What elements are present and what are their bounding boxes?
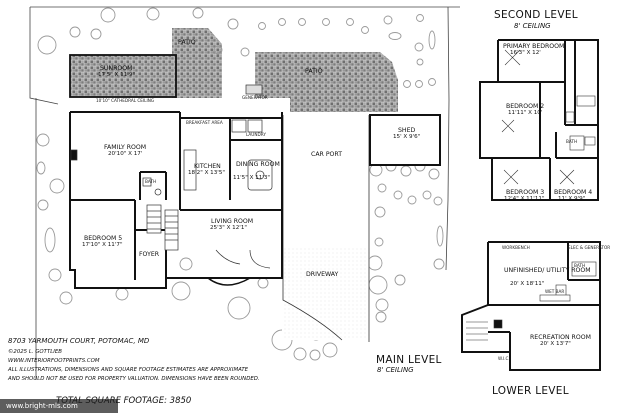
kitchen-label: KITCHEN xyxy=(194,163,221,170)
utility-room-label: UNFINISHED/ UTILITY ROOM xyxy=(504,267,591,274)
laundry-label: LAUNDRY xyxy=(246,132,266,137)
bedroom3-label: BEDROOM 3 xyxy=(506,189,545,196)
lower-level-walls xyxy=(461,241,601,371)
total-square-footage: TOTAL SQUARE FOOTAGE: 3850 xyxy=(56,396,192,406)
bedroom2-label: BEDROOM 2 xyxy=(506,103,545,110)
shed-dims: 15' X 9'6" xyxy=(393,134,421,140)
main-level-title: MAIN LEVEL xyxy=(376,354,442,366)
landscape-trees xyxy=(36,7,445,361)
recreation-room-dims: 20' X 13'7" xyxy=(540,341,571,347)
copyright: ©2025 L. GOTTLIEB xyxy=(8,349,62,355)
elec-generator-label: ELEC & GENERATOR xyxy=(568,245,611,250)
lower-level-fixtures xyxy=(466,261,597,341)
main-level-fixtures xyxy=(70,84,273,269)
second-level-ceiling: 8' CEILING xyxy=(514,22,551,30)
driveway-label: DRIVEWAY xyxy=(306,271,339,278)
carport-label: CAR PORT xyxy=(311,151,343,158)
bedroom5-dims: 17'10" X 11'7" xyxy=(82,242,123,248)
bath-label-lower: BATH xyxy=(574,263,586,268)
bedroom4-label: BEDROOM 4 xyxy=(554,189,593,196)
primary-bedroom-label: PRIMARY BEDROOM xyxy=(503,43,565,50)
living-room-dims: 25'3" X 12'1" xyxy=(210,225,247,231)
sunroom-dims: 17'5" X 11'9" xyxy=(98,72,135,78)
second-level-walls xyxy=(479,39,599,201)
second-level-fixtures xyxy=(501,49,596,185)
bedroom5-label: BEDROOM 5 xyxy=(84,235,123,242)
shed-label: SHED xyxy=(398,127,416,134)
watermark-text: www.bright-mls.com xyxy=(6,402,78,410)
property-lines xyxy=(29,6,460,380)
wet-bar-label: WET BAR xyxy=(545,289,565,294)
patio-label-east: PATIO xyxy=(305,68,323,75)
living-room-label: LIVING ROOM xyxy=(211,218,254,225)
website: WWW.INTERIORFOOTPRINTS.COM xyxy=(8,358,100,364)
main-level-walls xyxy=(69,54,441,289)
workbench-label: WORKBENCH xyxy=(502,245,530,250)
cathedral-ceiling-note: 10'10" CATHEDRAL CEILING xyxy=(96,98,155,103)
breakfast-area-label: BREAKFAST AREA xyxy=(186,120,223,125)
family-room-dims: 20'10" X 17' xyxy=(108,151,143,157)
driveway xyxy=(282,115,370,342)
recreation-room-label: RECREATION ROOM xyxy=(530,334,591,341)
bedroom3-dims: 12'4" X 11'11" xyxy=(504,196,545,202)
disclaimer-line2: AND SHOULD NOT BE USED FOR PROPERTY VALU… xyxy=(8,376,260,382)
dining-room-label: DINING ROOM xyxy=(236,161,280,168)
sunroom-label: SUNROOM xyxy=(100,65,133,72)
watermark-banner xyxy=(0,399,118,413)
foyer-label: FOYER xyxy=(139,251,160,258)
bath-label-second: BATH xyxy=(566,139,578,144)
patio-paving xyxy=(70,28,398,112)
dining-room-dims: 11'5" X 11'3" xyxy=(233,175,270,181)
bay-window xyxy=(207,277,251,286)
second-level-title: SECOND LEVEL xyxy=(494,9,578,21)
wic-label-lower: W.I.C. xyxy=(498,356,510,361)
disclaimer-line1: ALL ILLUSTRATIONS, DIMENSIONS AND SQUARE… xyxy=(8,367,249,373)
primary-bedroom-dims: 16'3" X 12' xyxy=(510,50,541,56)
lower-level-title: LOWER LEVEL xyxy=(492,385,569,397)
bath-label-main: BATH xyxy=(145,179,157,184)
main-level-ceiling: 8' CEILING xyxy=(377,366,414,374)
family-room-label: FAMILY ROOM xyxy=(104,144,147,151)
bedroom4-dims: 11' X 9'9" xyxy=(558,196,586,202)
kitchen-dims: 18'2" X 13'5" xyxy=(188,170,225,176)
bedroom2-dims: 11'11" X 10' xyxy=(508,110,543,116)
patio-label-west: PATIO xyxy=(178,39,196,46)
address: 8703 YARMOUTH COURT, POTOMAC, MD xyxy=(8,337,150,345)
generator-label: GENERATOR xyxy=(242,95,268,100)
utility-room-dims: 20' X 18'11" xyxy=(510,281,545,287)
